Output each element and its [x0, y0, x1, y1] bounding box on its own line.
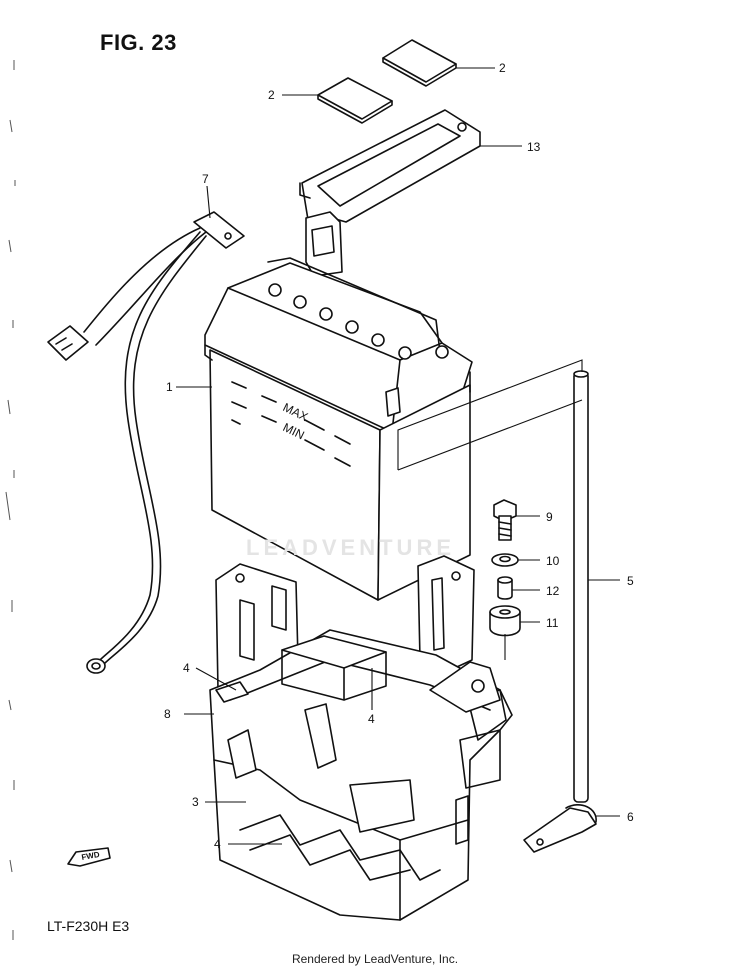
callout-13: 13	[527, 140, 541, 154]
callout-10: 10	[546, 554, 560, 568]
callout-12: 12	[546, 584, 560, 598]
mounting-bolt	[493, 499, 517, 541]
washer	[491, 553, 519, 567]
callout-2-lower: 2	[268, 88, 275, 102]
watermark: LEADVENTURE	[246, 535, 456, 560]
callout-5: 5	[627, 574, 634, 588]
callout-9: 9	[546, 510, 553, 524]
forward-arrow-icon: FWD	[67, 847, 111, 867]
battery-vent-caps	[268, 283, 449, 417]
rubber-cushion	[489, 605, 521, 637]
page-title: FIG. 23	[100, 30, 177, 55]
scan-border-marks	[5, 60, 16, 940]
callout-1: 1	[166, 380, 173, 394]
callout-11: 11	[546, 616, 559, 630]
tube-clamp	[523, 804, 597, 853]
cushion-pads	[215, 635, 387, 703]
pad-upper	[382, 39, 457, 87]
footer-credit: Rendered by LeadVenture, Inc.	[291, 952, 459, 966]
callout-6: 6	[627, 810, 634, 824]
callout-4-lower: 4	[214, 837, 221, 851]
callout-4-middle: 4	[368, 712, 375, 726]
callout-3: 3	[192, 795, 199, 809]
spacer	[497, 576, 513, 600]
holder-bracket	[215, 555, 475, 707]
lead-wire	[47, 211, 245, 674]
callout-7: 7	[202, 172, 209, 186]
pad-lower	[317, 77, 393, 124]
fwd-label: FWD	[81, 850, 101, 862]
callout-8: 8	[164, 707, 171, 721]
callout-numbers: 2 2 13 7 1 9 10 12 11 5 4 8 4 3 4 6	[164, 61, 634, 851]
model-code: LT-F230H E3	[47, 918, 130, 934]
callout-2-upper: 2	[499, 61, 506, 75]
leader-lines	[176, 67, 620, 845]
battery-band	[299, 109, 481, 277]
breather-tube	[573, 370, 589, 803]
battery-holder	[209, 629, 513, 921]
callout-4-upper: 4	[183, 661, 190, 675]
battery: MAX MIN	[204, 257, 473, 601]
